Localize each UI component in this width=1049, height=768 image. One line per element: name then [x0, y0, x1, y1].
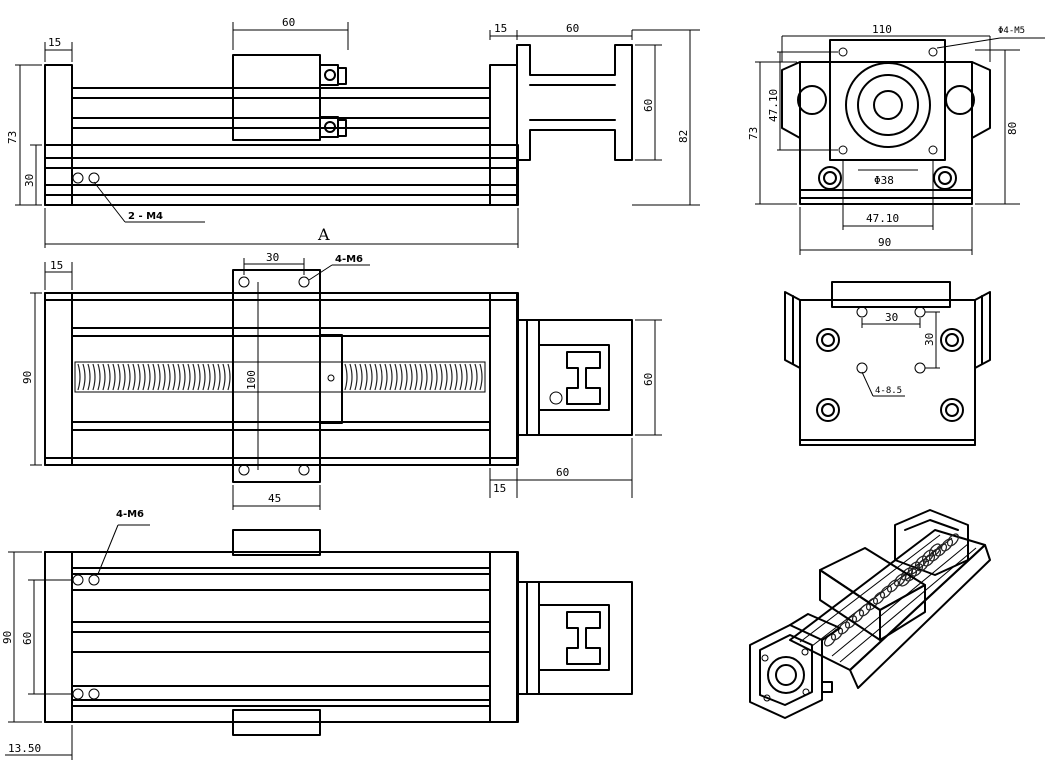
top-mount-width: 60	[556, 466, 569, 479]
front-end-plate-width-2: 15	[494, 22, 507, 35]
front-height-73: 73	[6, 131, 19, 144]
face-spacing-horizontal: 30	[885, 311, 898, 324]
end-width-90: 90	[878, 236, 891, 249]
top-hole-label: 4-M6	[335, 254, 363, 265]
top-carriage-length: 100	[245, 370, 258, 390]
front-carriage-width: 60	[282, 16, 295, 29]
top-carriage-width: 45	[268, 492, 281, 505]
end-bore: Φ38	[874, 174, 894, 187]
top-mount-height: 60	[642, 373, 655, 386]
ball-screw-thread	[77, 363, 483, 391]
top-mount-end: 15	[493, 482, 506, 495]
front-hole-label: 2 - M4	[128, 211, 163, 222]
top-hole-spacing: 30	[266, 251, 279, 264]
bottom-view: 4-M6 90 60 13.50	[1, 509, 633, 760]
end-spacing-horizontal: 47.10	[866, 212, 899, 225]
front-length-label: A	[317, 225, 330, 244]
front-mount-height-82: 82	[677, 130, 690, 143]
isometric-view	[749, 509, 991, 719]
end-height-80: 80	[1006, 122, 1019, 135]
front-end-plate-width: 15	[48, 36, 61, 49]
top-width-90: 90	[21, 371, 34, 384]
bottom-offset: 13.50	[8, 742, 41, 755]
end-view: 110 Φ4-M5 73 47.10 80 Φ38 47.10 90	[747, 23, 1045, 255]
end-height-73: 73	[747, 127, 760, 140]
front-mount-width: 60	[566, 22, 579, 35]
bottom-hole-spacing: 60	[21, 632, 34, 645]
front-height-30: 30	[23, 174, 36, 187]
end-hole-label: Φ4-M5	[998, 26, 1025, 36]
carriage-face-view: 30 30 4-8.5	[784, 281, 991, 446]
bottom-width-90: 90	[1, 631, 14, 644]
end-spacing-vertical: 47.10	[767, 89, 780, 122]
face-spacing-vertical: 30	[923, 333, 936, 346]
front-mount-height-60: 60	[642, 99, 655, 112]
bottom-hole-label: 4-M6	[116, 509, 144, 520]
front-view: 60 15 15 60 73 30 60 82 2 - M4 A	[6, 16, 700, 248]
face-hole-label: 4-8.5	[875, 386, 902, 396]
end-width-110: 110	[872, 23, 892, 36]
top-view: 15 30 4-M6 90 100 45 60 60 15	[21, 251, 662, 510]
top-end-plate-width: 15	[50, 259, 63, 272]
